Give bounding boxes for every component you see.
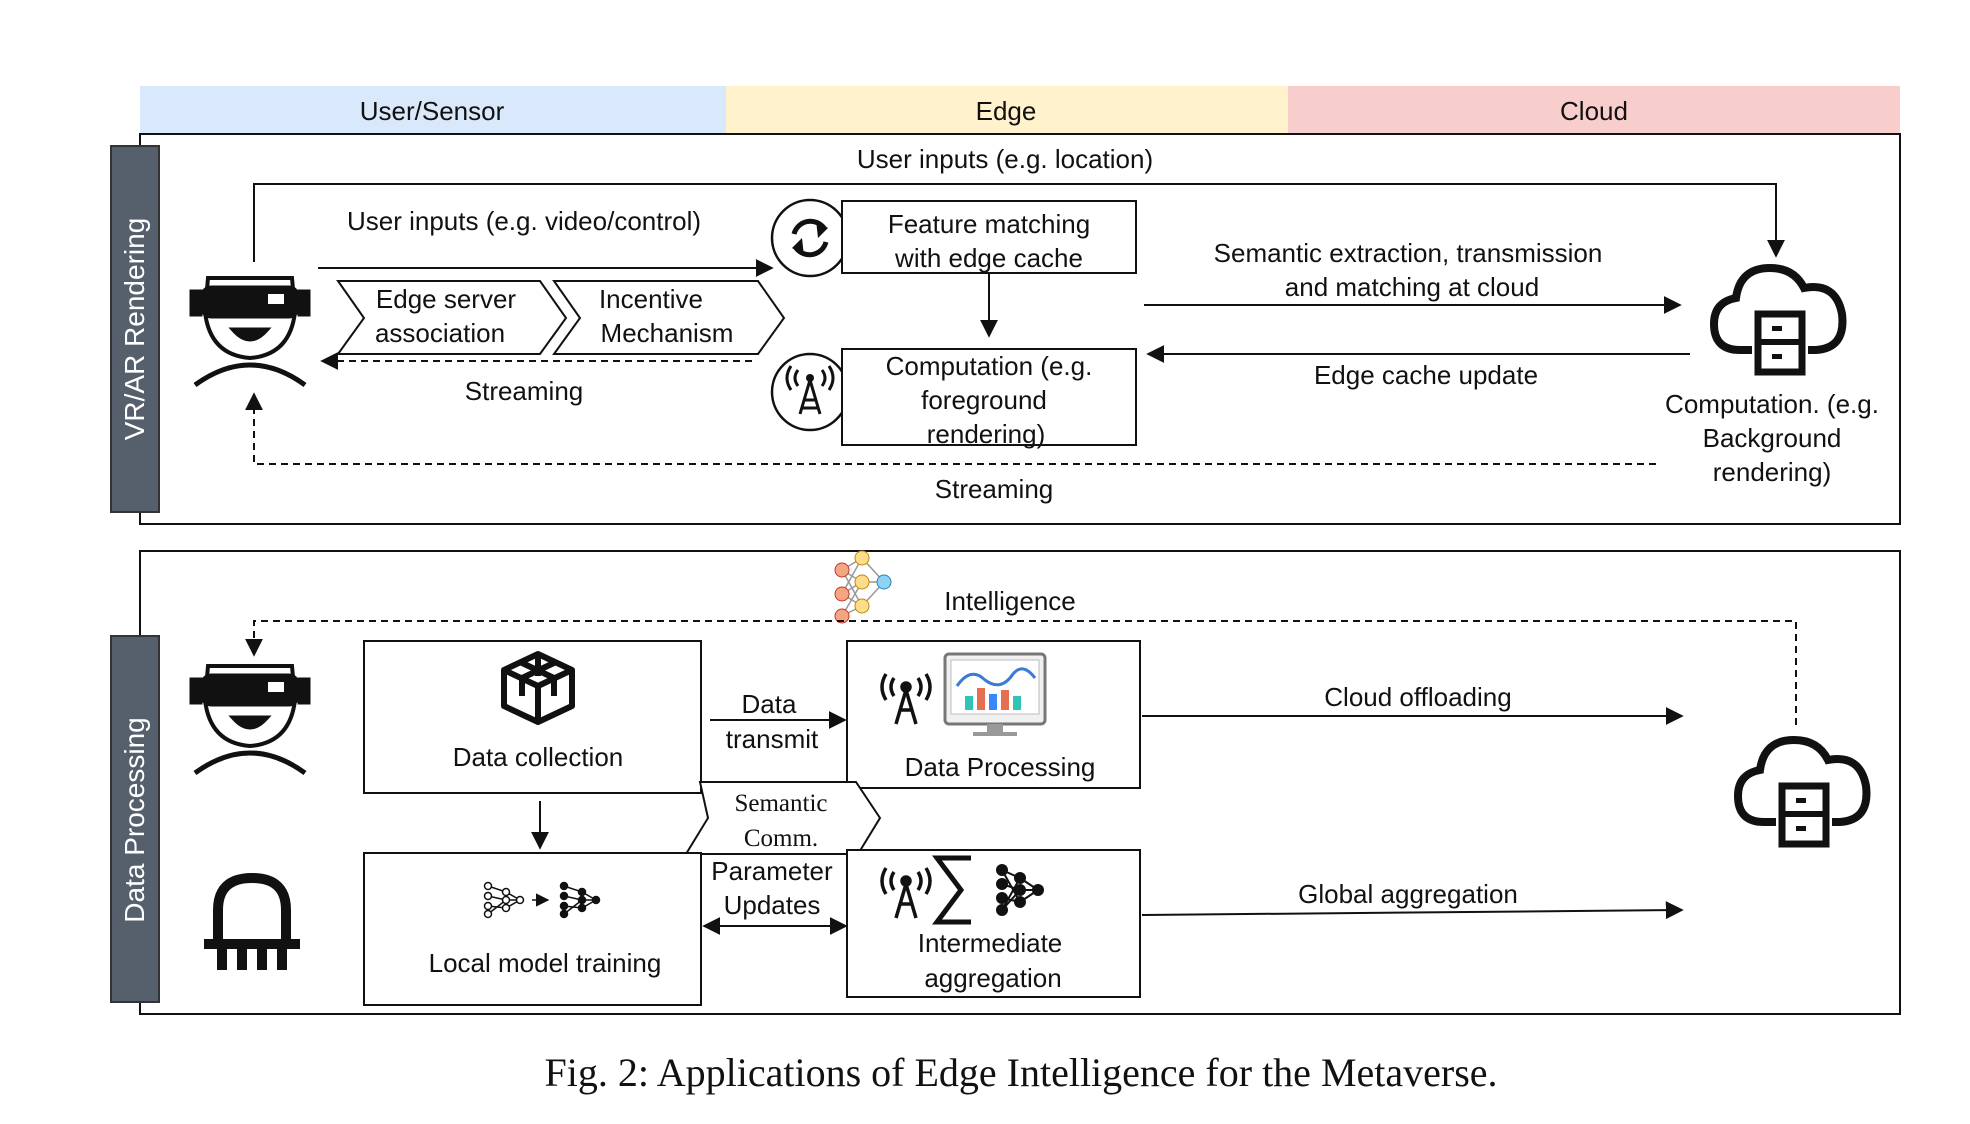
intermediate-line1: Intermediate bbox=[918, 928, 1063, 958]
neural-network-icon bbox=[834, 550, 892, 624]
top-location-label: User inputs (e.g. location) bbox=[857, 144, 1153, 174]
vr-side-label: VR/AR Rendering bbox=[119, 218, 150, 441]
monitor-chart-icon bbox=[943, 652, 1047, 736]
local-training-box bbox=[363, 852, 702, 1006]
antenna-icon bbox=[770, 352, 850, 432]
intelligence-label: Intelligence bbox=[944, 586, 1076, 616]
vr-panel: VR/AR Rendering User inputs (e.g. locati… bbox=[110, 133, 1901, 525]
semantic-comm-shape: Semantic Comm. bbox=[684, 781, 882, 855]
cloud-server-icon bbox=[1709, 263, 1847, 376]
user-inputs-label: User inputs (e.g. video/control) bbox=[347, 206, 701, 236]
cloud-column-label: Cloud bbox=[1560, 96, 1628, 126]
parameter-updates-line2: Updates bbox=[724, 890, 821, 920]
incentive-mechanism-chevron: Incentive Mechanism bbox=[552, 280, 786, 355]
antenna-icon bbox=[880, 673, 932, 725]
chevron2-line1: Incentive bbox=[599, 284, 703, 314]
edge-server-association-chevron: Edge server association bbox=[336, 280, 568, 355]
cloud-comp-line3: rendering) bbox=[1713, 457, 1832, 487]
dp-panel: Data Processing Intelligence bbox=[110, 550, 1901, 1015]
sigma-icon bbox=[932, 855, 971, 925]
intelligence-arrow bbox=[245, 620, 1797, 725]
antenna-icon bbox=[880, 867, 932, 919]
edge-column-label: Edge bbox=[976, 96, 1037, 126]
data-processing-label: Data Processing bbox=[905, 752, 1096, 782]
semantic-comm-line1: Semantic bbox=[734, 790, 827, 817]
cloud-streaming-label: Streaming bbox=[935, 474, 1054, 504]
cloud-server-icon bbox=[1733, 735, 1871, 848]
computation-line1: Computation (e.g. bbox=[886, 351, 1093, 381]
column-headers: User/Sensor Edge Cloud bbox=[140, 86, 1900, 134]
cloud-comp-line2: Background bbox=[1703, 423, 1842, 453]
intermediate-aggregation-box bbox=[846, 849, 1141, 998]
feature-matching-box bbox=[841, 200, 1137, 274]
semantic-comm-line2: Comm. bbox=[744, 825, 818, 852]
neural-network-icon bbox=[483, 881, 601, 919]
data-collection-label: Data collection bbox=[453, 742, 624, 772]
parameter-updates-line1: Parameter bbox=[711, 856, 833, 886]
semantic-line1: Semantic extraction, transmission bbox=[1214, 238, 1603, 268]
figure-caption: Fig. 2: Applications of Edge Intelligenc… bbox=[544, 1050, 1497, 1095]
edge-cache-label: Edge cache update bbox=[1314, 360, 1538, 390]
chevron1-line1: Edge server bbox=[376, 284, 517, 314]
top-location-arrow bbox=[253, 183, 1785, 262]
global-aggregation-label: Global aggregation bbox=[1298, 879, 1518, 909]
semantic-line2: and matching at cloud bbox=[1285, 272, 1539, 302]
dp-side-label: Data Processing bbox=[119, 717, 150, 922]
cloud-column-band bbox=[1288, 86, 1900, 134]
neural-network-icon bbox=[996, 864, 1044, 916]
sensor-icon bbox=[204, 872, 300, 970]
vr-headset-icon bbox=[189, 276, 311, 388]
cloud-offloading-label: Cloud offloading bbox=[1324, 682, 1511, 712]
data-transmit-line1: Data bbox=[742, 689, 797, 719]
global-aggregation-arrow bbox=[1141, 901, 1684, 920]
user-column-label: User/Sensor bbox=[360, 96, 505, 126]
vr-headset-icon bbox=[189, 664, 311, 776]
chevron1-line2: association bbox=[375, 318, 505, 348]
computation-line2: foreground bbox=[921, 385, 1047, 415]
intermediate-line2: aggregation bbox=[924, 963, 1061, 993]
dp-side-label-box bbox=[110, 635, 160, 1003]
computation-line3: rendering) bbox=[927, 419, 1046, 449]
user-column-band bbox=[140, 86, 726, 134]
cloud-comp-line1: Computation. (e.g. bbox=[1665, 389, 1879, 419]
data-transmit-line2: transmit bbox=[726, 724, 819, 754]
chevron2-line2: Mechanism bbox=[601, 318, 734, 348]
feature-box-line1: Feature matching bbox=[888, 209, 1090, 239]
local-training-label: Local model training bbox=[429, 948, 662, 978]
feature-box-line2: with edge cache bbox=[894, 243, 1083, 273]
edge-column-band bbox=[726, 86, 1288, 134]
computation-box bbox=[841, 348, 1137, 446]
cube-icon bbox=[501, 651, 575, 725]
refresh-icon bbox=[770, 198, 850, 278]
edge-streaming-label: Streaming bbox=[465, 376, 584, 406]
vr-side-label-box bbox=[110, 145, 160, 513]
